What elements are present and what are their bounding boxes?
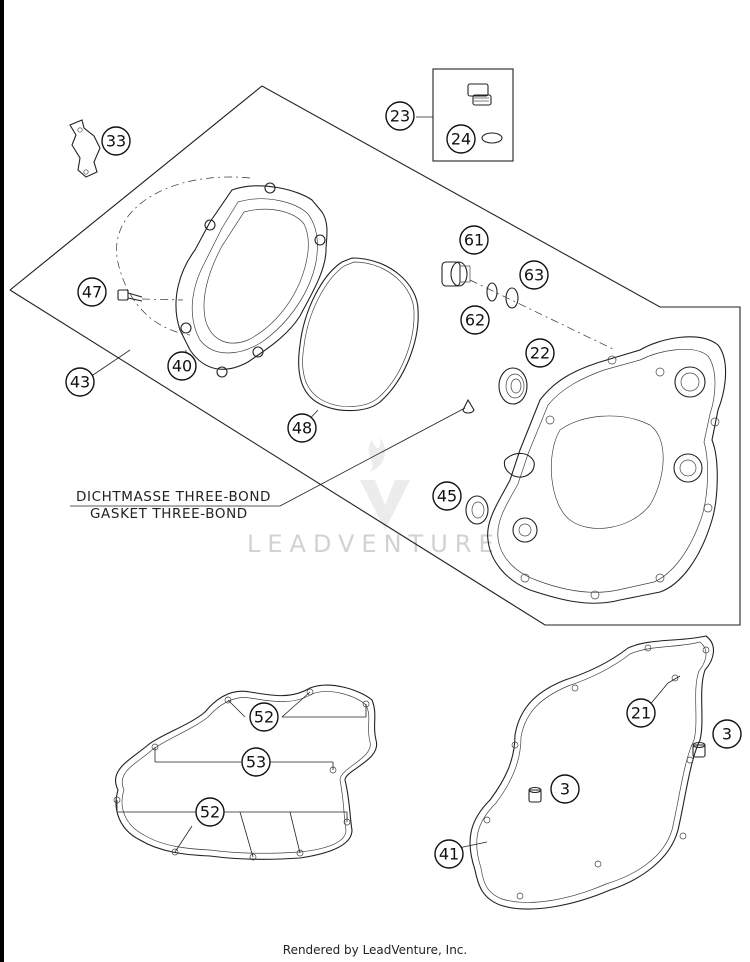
bracket-33: [69, 119, 101, 178]
svg-text:62: 62: [465, 311, 485, 330]
callout-47: 47: [77, 277, 107, 307]
callout-22: 22: [525, 338, 555, 368]
svg-text:48: 48: [292, 419, 312, 438]
callout-52-top: 52: [249, 702, 279, 732]
oil-plug-part: [467, 83, 492, 106]
svg-text:52: 52: [254, 708, 274, 727]
circlip-63: [505, 287, 519, 309]
annotation-line2: GASKET THREE-BOND: [90, 506, 248, 522]
bolt-47: [117, 289, 184, 302]
callout-53: 53: [241, 747, 271, 777]
callout-61: 61: [459, 225, 489, 255]
svg-text:24: 24: [451, 130, 471, 149]
annotation-line1: DICHTMASSE THREE-BOND: [76, 489, 271, 505]
watermark-logo: [360, 438, 410, 530]
callout-3-right: 3: [712, 719, 742, 749]
svg-text:3: 3: [560, 780, 570, 799]
callout-24: 24: [446, 124, 476, 154]
svg-text:33: 33: [106, 132, 126, 151]
svg-text:23: 23: [390, 107, 410, 126]
bearing-22: [498, 367, 528, 405]
svg-text:63: 63: [524, 266, 544, 285]
svg-text:47: 47: [82, 283, 102, 302]
callout-63: 63: [519, 260, 549, 290]
svg-text:3: 3: [722, 725, 732, 744]
svg-text:52: 52: [200, 803, 220, 822]
svg-text:21: 21: [631, 704, 651, 723]
shaft-seal-61: [441, 261, 471, 287]
sealant-drop: [462, 398, 475, 414]
gasket-41: [469, 635, 714, 910]
gasket-48: [298, 257, 419, 412]
o-ring-24: [481, 132, 503, 144]
callout-40: 40: [167, 351, 197, 381]
oil-plug-kit-box: [432, 68, 514, 162]
watermark-text: LEADVENTURE: [247, 530, 501, 558]
svg-text:53: 53: [246, 753, 266, 772]
dowel-pin-3b: [692, 741, 706, 758]
callout-23: 23: [385, 101, 415, 131]
gasket-left-lower: [113, 684, 378, 861]
washer-62: [486, 282, 498, 302]
footer-credit: Rendered by LeadVenture, Inc.: [283, 943, 467, 957]
svg-text:61: 61: [464, 231, 484, 250]
svg-text:43: 43: [70, 373, 90, 392]
svg-text:22: 22: [530, 344, 550, 363]
bracket-dashed-arc: [116, 176, 251, 336]
callout-52-bottom: 52: [195, 797, 225, 827]
left-edge-bar: [0, 0, 4, 962]
callout-3-center: 3: [550, 774, 580, 804]
engine-case: [487, 336, 727, 604]
callout-41: 41: [434, 839, 464, 869]
seal-45: [465, 495, 489, 525]
dowel-pin-3a: [528, 786, 542, 803]
callout-43: 43: [65, 367, 95, 397]
svg-text:41: 41: [439, 845, 459, 864]
clutch-cover-40: [175, 182, 328, 378]
svg-text:45: 45: [437, 487, 457, 506]
callout-21: 21: [626, 698, 656, 728]
callout-48: 48: [287, 413, 317, 443]
callout-45: 45: [432, 481, 462, 511]
callout-33: 33: [101, 126, 131, 156]
callout-62: 62: [460, 305, 490, 335]
svg-text:40: 40: [172, 357, 192, 376]
